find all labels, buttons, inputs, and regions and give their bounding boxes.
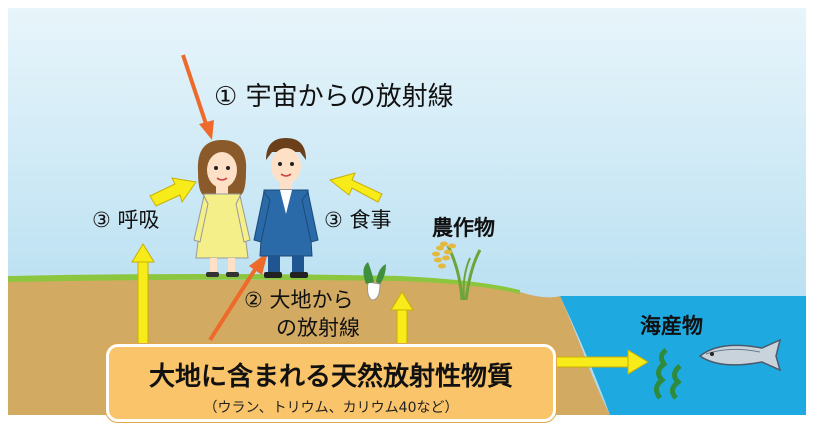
grass — [8, 274, 520, 294]
cosmic-radiation-label: ① 宇宙からの放射線 — [214, 82, 454, 112]
man-figure — [253, 138, 319, 278]
sea — [560, 296, 806, 415]
cosmic-ray-arrow — [181, 54, 214, 140]
food-label: ③ 食事 — [324, 208, 392, 232]
breathing-label: ③ 呼吸 — [92, 208, 160, 232]
crops-label: 農作物 — [432, 216, 495, 240]
ground-radiation-label-line1: ② 大地から — [244, 288, 354, 312]
vegetable-icon — [363, 262, 386, 301]
rice-plant-icon — [432, 241, 482, 301]
woman-figure — [193, 140, 251, 277]
ground-ray-arrow — [208, 252, 268, 342]
fish-icon — [698, 338, 782, 372]
seafood-label: 海産物 — [640, 314, 703, 338]
food-arrow — [328, 172, 383, 203]
natural-radioactive-source-box: 大地に含まれる天然放射性物質 （ウラン、トリウム、カリウム40など） — [106, 344, 556, 422]
source-box-title: 大地に含まれる天然放射性物質 — [148, 362, 513, 392]
source-box-subtitle: （ウラン、トリウム、カリウム40など） — [203, 400, 459, 416]
ground-radiation-label-line2: の放射線 — [276, 316, 360, 340]
seaweed-icon — [654, 348, 682, 400]
breath-arrow — [149, 177, 197, 207]
